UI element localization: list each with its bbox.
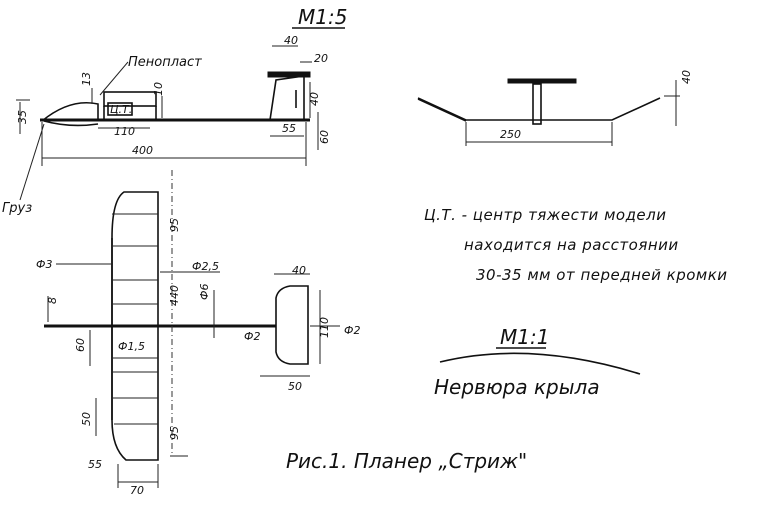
- fin-front: [532, 83, 542, 125]
- side-view: Ц.Т. Пенопласт 13 10 35 110 400 40 20 40…: [2, 34, 331, 216]
- note-line-2: находится на расстоянии: [464, 236, 679, 254]
- dim-250: 250: [500, 128, 521, 141]
- rib-caption: Нервюра крыла: [434, 375, 600, 399]
- fin-outline: [269, 75, 305, 121]
- stab-plan-outline: [275, 285, 309, 365]
- plan-view: Ф3 Ф2,5 Ф6 Ф2 Ф2 Ф1,5 8 60 50 55 70 95 4…: [36, 170, 360, 497]
- dim-50-left: 50: [80, 412, 93, 426]
- dim-40-stab: 40: [292, 264, 306, 277]
- dim-400: 400: [132, 144, 153, 157]
- dim-20: 20: [314, 52, 328, 65]
- dim-55-plan: 55: [88, 458, 102, 471]
- dim-phi2-right: Ф2: [344, 324, 360, 337]
- dim-60-side: 60: [318, 130, 331, 144]
- foam-leader: [99, 61, 129, 96]
- dim-phi2-5: Ф2,5: [192, 260, 219, 273]
- cg-box: [107, 102, 133, 116]
- dim-40-fin: 40: [308, 92, 321, 106]
- dim-8: 8: [46, 297, 59, 304]
- wing-front-lower: [417, 98, 467, 122]
- dim-95-bot: 95: [168, 426, 181, 440]
- dim-110: 110: [114, 125, 135, 138]
- dim-110-stab: 110: [318, 317, 331, 338]
- stab-front: [507, 78, 577, 84]
- foam-label: Пенопласт: [128, 55, 202, 70]
- rib-profile: [439, 352, 641, 375]
- dim-phi3: Ф3: [36, 258, 52, 271]
- scale-rib-label: М1:1: [500, 325, 549, 349]
- nose-lower-shape: [43, 120, 99, 127]
- dim-55-side: 55: [282, 122, 296, 135]
- weight-label: Груз: [2, 201, 32, 216]
- nose-weight-shape: [41, 102, 99, 122]
- note-line-1: Ц.Т. - центр тяжести модели: [424, 206, 667, 224]
- dim-440: 440: [168, 285, 181, 306]
- dim-phi1-5: Ф1,5: [118, 340, 145, 353]
- dim-35: 35: [16, 110, 29, 124]
- figure-caption: Рис.1. Планер „Стриж": [286, 449, 527, 473]
- stabilizer-side: [267, 71, 311, 78]
- wing-front: [417, 97, 661, 121]
- cg-label: Ц.Т.: [110, 103, 132, 116]
- scale-main-label: М1:5: [298, 5, 347, 29]
- rib-section: М1:1 Нервюра крыла: [434, 325, 641, 399]
- dim-phi6: Ф6: [198, 284, 211, 300]
- dim-95-top: 95: [168, 218, 181, 232]
- front-view: 250 40: [417, 70, 693, 146]
- note-line-3: 30-35 мм от передней кромки: [476, 266, 728, 284]
- dim-40-top: 40: [284, 34, 298, 47]
- dim-phi2-left: Ф2: [244, 330, 260, 343]
- foam-block: [103, 91, 157, 107]
- dim-50-stab: 50: [288, 380, 302, 393]
- dim-13: 13: [80, 72, 93, 86]
- dim-10: 10: [152, 82, 165, 96]
- dim-70: 70: [130, 484, 144, 497]
- weight-leader: [19, 123, 45, 201]
- dim-40-dihedral: 40: [680, 70, 693, 84]
- cg-note: Ц.Т. - центр тяжести модели находится на…: [424, 206, 728, 284]
- dim-60-plan: 60: [74, 338, 87, 352]
